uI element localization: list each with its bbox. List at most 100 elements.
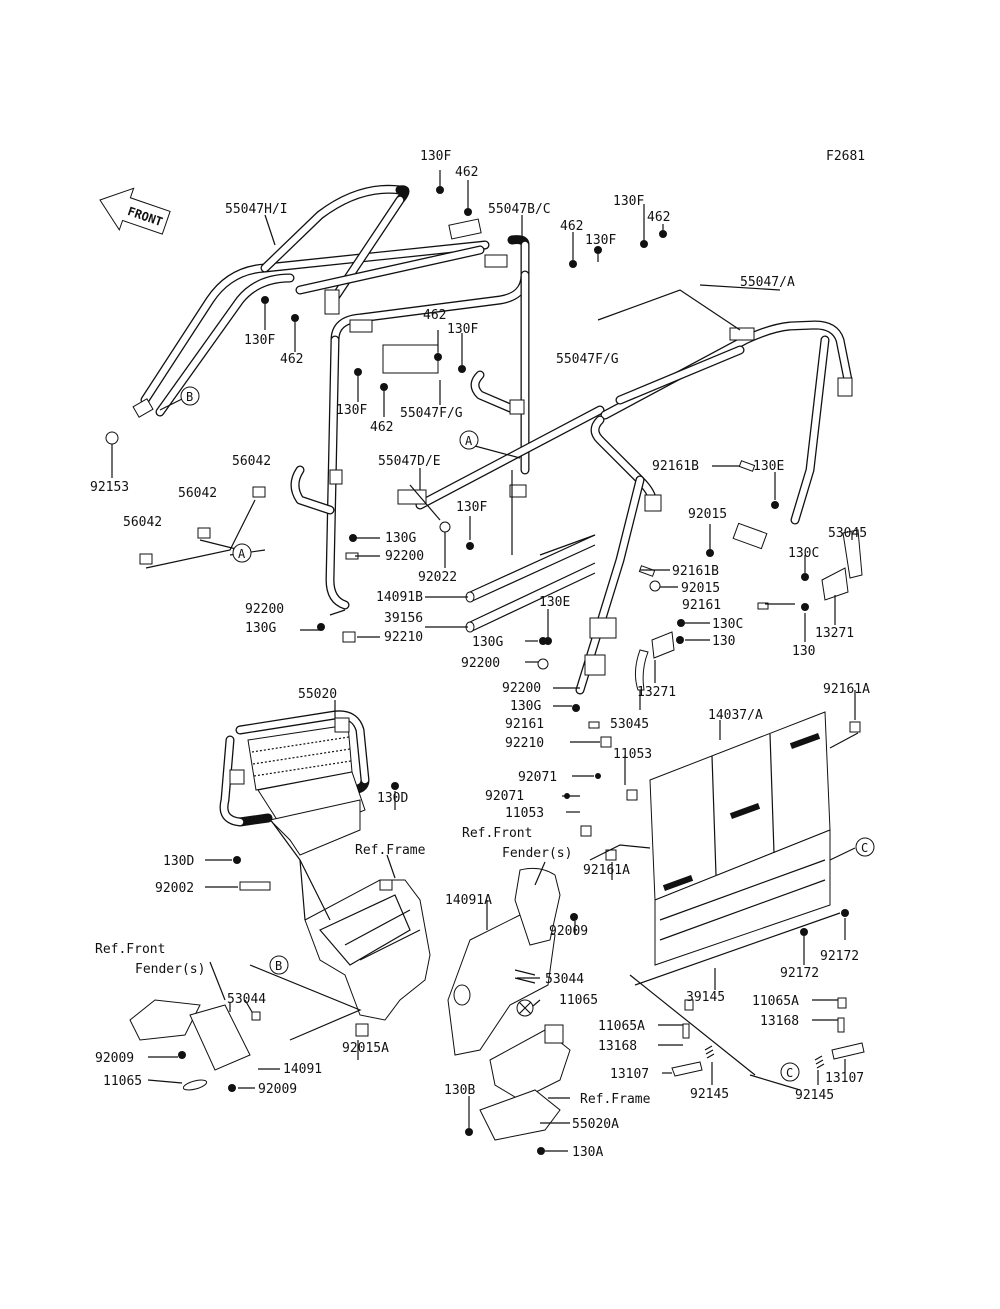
part-label: 56042 [123, 515, 162, 530]
part-label: 11065 [103, 1074, 142, 1089]
callout-a-bottom: A [232, 543, 252, 563]
part-label: 130G [385, 531, 416, 546]
part-label: 92009 [95, 1051, 134, 1066]
part-label: 92071 [485, 789, 524, 804]
part-label: 13168 [760, 1014, 799, 1029]
part-label: 92200 [385, 549, 424, 564]
part-label: 14091B [376, 590, 423, 605]
part-label: 11065A [752, 994, 799, 1009]
part-label: 130E [539, 595, 570, 610]
part-label: 92009 [549, 924, 588, 939]
part-label: 39156 [384, 611, 423, 626]
part-label: 92210 [384, 630, 423, 645]
part-label: 92015A [342, 1041, 389, 1056]
part-label: 92172 [780, 966, 819, 981]
part-label: 11053 [613, 747, 652, 762]
part-label: 92071 [518, 770, 557, 785]
part-label: 55020 [298, 687, 337, 702]
callout-c-bottom-label: C [786, 1066, 793, 1080]
part-label: 92015 [681, 581, 720, 596]
part-label: 11065A [598, 1019, 645, 1034]
part-label: 130D [163, 854, 194, 869]
part-label: 55047D/E [378, 454, 441, 469]
part-label: 14091A [445, 893, 492, 908]
part-label: 92145 [795, 1088, 834, 1103]
part-label: 130E [753, 459, 784, 474]
part-label: 14091 [283, 1062, 322, 1077]
part-label: 130F [585, 233, 616, 248]
part-label: 11053 [505, 806, 544, 821]
callout-a-bottom-label: A [238, 547, 246, 561]
part-label: 130C [788, 546, 819, 561]
part-label: 92161B [652, 459, 699, 474]
callout-c-top-label: C [861, 841, 868, 855]
rear-screen [634, 711, 841, 986]
part-label: 13168 [598, 1039, 637, 1054]
part-label: 55020A [572, 1117, 619, 1132]
part-label: 462 [455, 165, 478, 180]
part-label: Ref.Frame [580, 1092, 651, 1107]
part-label: 53045 [828, 526, 867, 541]
part-label: 14037/A [708, 708, 763, 723]
part-label: 55047B/C [488, 202, 551, 217]
part-label: 130G [510, 699, 541, 714]
part-label: 462 [647, 210, 670, 225]
part-label: 130F [244, 333, 275, 348]
part-label: 92161A [583, 863, 630, 878]
part-label: Ref.Front [462, 826, 532, 841]
callout-b-bottom-label: B [275, 959, 282, 973]
part-label: 92002 [155, 881, 194, 896]
part-label: 56042 [232, 454, 271, 469]
part-label: 55047H/I [225, 202, 288, 217]
vehicle-frame [304, 879, 431, 1021]
callout-b-top-label: B [186, 390, 193, 404]
latch-assemblies [634, 529, 865, 1077]
part-label: 92161A [823, 682, 870, 697]
part-label: 130B [444, 1083, 475, 1098]
part-label: 92200 [461, 656, 500, 671]
part-label: 130C [712, 617, 743, 632]
part-label: 92015 [688, 507, 727, 522]
part-label: 130A [572, 1145, 603, 1160]
part-label: 39145 [686, 990, 725, 1005]
part-label: 13271 [637, 685, 676, 700]
part-label: Fender(s) [502, 846, 572, 861]
part-label: 13107 [610, 1067, 649, 1082]
part-label: 92161 [505, 717, 544, 732]
part-label: 130 [792, 644, 815, 659]
part-label: 130F [336, 403, 367, 418]
part-label: 92172 [820, 949, 859, 964]
part-label: 462 [280, 352, 303, 367]
front-guard-left [129, 999, 251, 1091]
figure-code: F2681 [826, 149, 865, 164]
part-label: 53044 [545, 972, 584, 987]
part-label: 462 [560, 219, 583, 234]
part-label: 55047/A [740, 275, 795, 290]
part-label: 92210 [505, 736, 544, 751]
fastener-bolt-icons [105, 186, 861, 1155]
part-label: 130D [377, 791, 408, 806]
part-label: 53045 [610, 717, 649, 732]
rops-rear-frame [575, 320, 853, 695]
part-label: 11065 [559, 993, 598, 1008]
callout-a-top: A [459, 430, 479, 450]
center-guard [447, 867, 561, 1056]
part-label: 462 [423, 308, 446, 323]
part-label: 130F [420, 149, 451, 164]
part-label: 13271 [815, 626, 854, 641]
front-arrow-icon: FRONT [99, 187, 171, 235]
part-label: 462 [370, 420, 393, 435]
callout-b-top: B [180, 386, 200, 406]
part-label: 55047F/G [400, 406, 463, 421]
part-label: 53044 [227, 992, 266, 1007]
part-label: 130F [456, 500, 487, 515]
callout-c-bottom: C [780, 1062, 800, 1082]
part-label: Fender(s) [135, 962, 205, 977]
part-label: 130G [245, 621, 276, 636]
part-label: 92009 [258, 1082, 297, 1097]
crossbar-tubes [465, 534, 596, 633]
part-label: 92200 [245, 602, 284, 617]
part-label: 92153 [90, 480, 129, 495]
part-label: 130G [472, 635, 503, 650]
